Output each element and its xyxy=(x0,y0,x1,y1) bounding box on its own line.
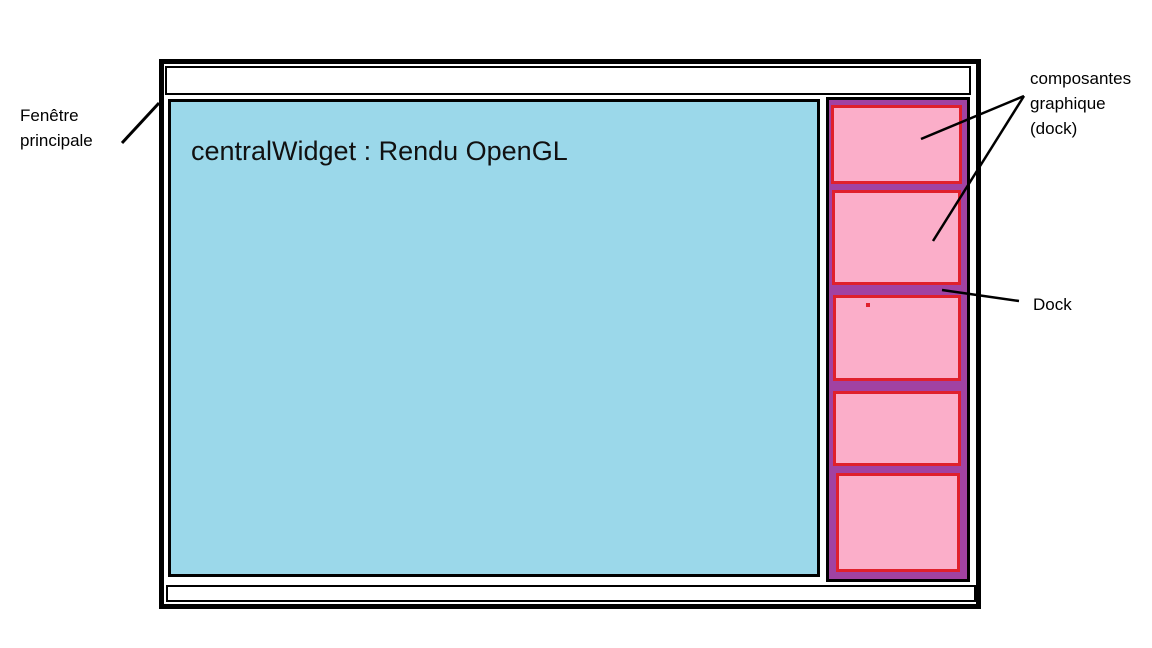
main-window-annotation-line2: principale xyxy=(20,131,93,150)
dock-component-4 xyxy=(833,391,961,466)
dock-pointer-line xyxy=(941,288,1020,303)
dock-annotation: Dock xyxy=(1033,292,1072,317)
main-window-pointer-line xyxy=(120,101,161,145)
title-bar xyxy=(165,66,971,95)
status-bar xyxy=(166,585,976,602)
dock-component-1 xyxy=(831,105,962,184)
dock-annotation-label: Dock xyxy=(1033,295,1072,314)
components-annotation: composantes graphique (dock) xyxy=(1030,66,1131,141)
red-marker-dot xyxy=(866,303,870,307)
components-annotation-line3: (dock) xyxy=(1030,119,1078,138)
main-window-annotation: Fenêtre principale xyxy=(20,103,93,153)
main-window-annotation-line1: Fenêtre xyxy=(20,106,79,125)
components-pointer-line-1 xyxy=(920,94,1025,141)
components-pointer-line-2 xyxy=(931,95,1026,242)
components-annotation-line2: graphique xyxy=(1030,94,1106,113)
central-widget-label: centralWidget : Rendu OpenGL xyxy=(191,136,568,166)
central-widget: centralWidget : Rendu OpenGL xyxy=(168,99,820,577)
dock-component-5 xyxy=(836,473,960,572)
dock-component-2 xyxy=(832,190,961,285)
dock-component-3 xyxy=(833,295,961,381)
components-annotation-line1: composantes xyxy=(1030,69,1132,88)
